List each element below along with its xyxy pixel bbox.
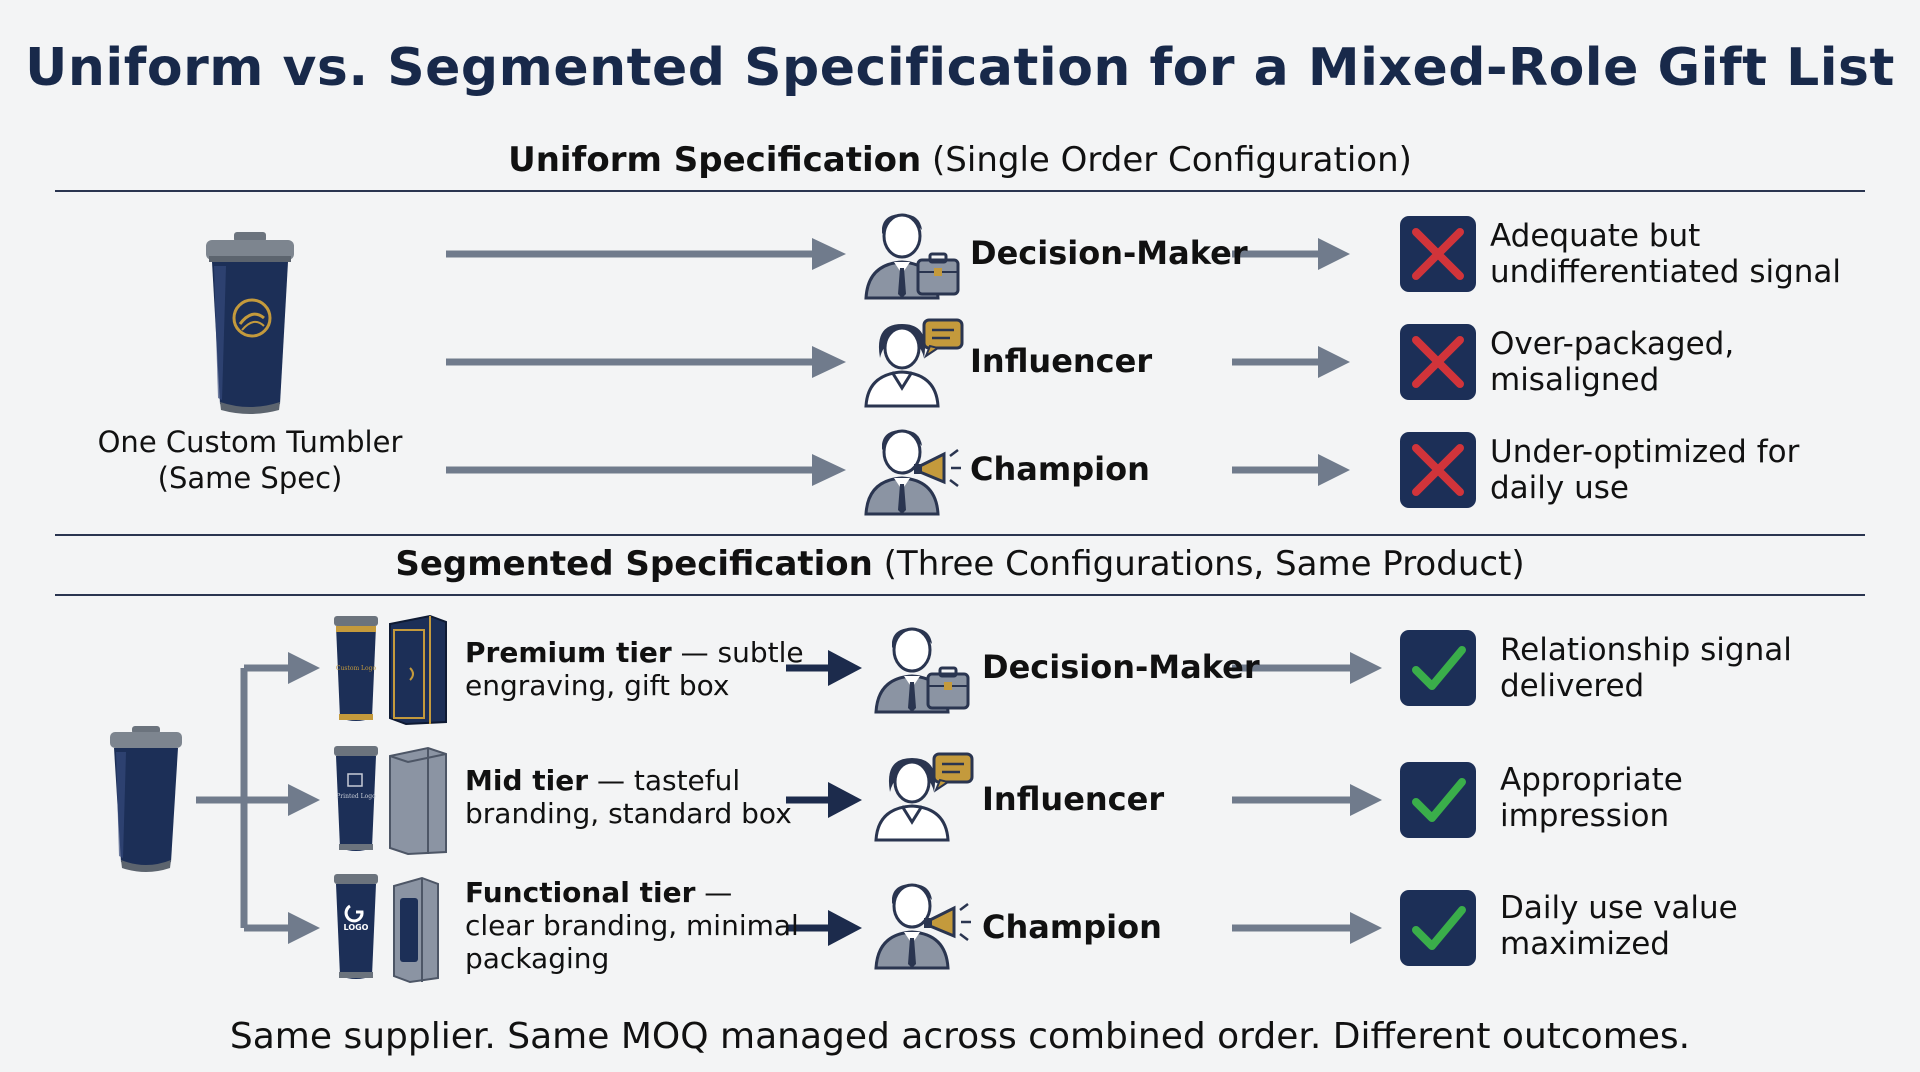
branch-arrowhead-3: [288, 912, 320, 944]
segmented-outcome-2: Appropriate impression: [1500, 762, 1683, 834]
product-caption: One Custom Tumbler (Same Spec): [80, 424, 420, 496]
uniform-section-heading: Uniform Specification (Single Order Conf…: [0, 140, 1920, 180]
tier-description-premium: Premium tier — subtle engraving, gift bo…: [465, 636, 805, 702]
influencer-icon: [864, 318, 964, 408]
tier-arrow-3: [786, 910, 862, 946]
tier-arrow-2: [786, 782, 862, 818]
tier-name-premium: Premium tier: [465, 636, 672, 669]
tier-name-functional: Functional tier: [465, 876, 696, 909]
uniform-arrow-2: [446, 346, 846, 378]
tumbler-icon: [206, 232, 294, 414]
branch-arrowhead-2: [288, 784, 320, 816]
divider: [55, 534, 1865, 536]
role-label-champion: Champion: [982, 908, 1162, 946]
segmented-outcome-arrow-2: [1232, 784, 1382, 816]
tier-description-functional: Functional tier — clear branding, minima…: [465, 876, 805, 975]
uniform-heading-rest: (Single Order Configuration): [921, 140, 1412, 180]
tier-detail-mid: — tasteful branding, standard box: [465, 764, 792, 830]
role-label-influencer: Influencer: [982, 780, 1165, 818]
footer-note: Same supplier. Same MOQ managed across c…: [229, 1016, 1691, 1057]
tier-detail-functional: — clear branding, minimal packaging: [465, 876, 799, 975]
segmented-outcome-1: Relationship signal delivered: [1500, 632, 1792, 704]
premium-engraving-text: Custom Logo: [336, 665, 377, 672]
segmented-outcome-arrow-1: [1232, 652, 1382, 684]
decision-maker-icon: [874, 627, 970, 714]
uniform-outcome-1: Adequate but undifferentiated signal: [1490, 218, 1842, 290]
uniform-heading-bold: Uniform Specification: [508, 140, 922, 180]
uniform-outcome-3: Under-optimized for daily use: [1490, 434, 1800, 506]
page-title: Uniform vs. Segmented Specification for …: [25, 38, 1895, 98]
champion-icon: [874, 883, 971, 970]
functional-tumbler-and-sleeve-icon: LOGO: [334, 874, 439, 984]
tier-arrow-1: [786, 650, 862, 686]
branch-arrowhead-1: [288, 652, 320, 684]
tier-detail-premium: — subtle engraving, gift box: [465, 636, 804, 702]
green-check-icon: [1400, 630, 1476, 706]
green-check-icon: [1400, 762, 1476, 838]
mid-tumbler-and-standard-box-icon: Printed Logo: [334, 746, 447, 856]
premium-tumbler-and-gift-box-icon: Custom Logo: [334, 614, 447, 726]
red-x-icon: [1400, 216, 1476, 292]
segmented-outcome-3: Daily use value maximized: [1500, 890, 1738, 962]
segmented-section-heading: Segmented Specification (Three Configura…: [0, 544, 1920, 584]
segmented-heading-rest: (Three Configurations, Same Product): [872, 544, 1525, 584]
role-label-champion: Champion: [970, 450, 1150, 488]
influencer-icon: [874, 752, 974, 842]
uniform-arrow-1: [446, 238, 846, 270]
uniform-outcome-arrow-1: [1232, 238, 1350, 270]
red-x-icon: [1400, 432, 1476, 508]
red-x-icon: [1400, 324, 1476, 400]
champion-icon: [864, 429, 961, 516]
segmented-outcome-arrow-3: [1232, 912, 1382, 944]
uniform-outcome-arrow-3: [1232, 454, 1350, 486]
mid-print-text: Printed Logo: [336, 793, 376, 800]
role-label-decision-maker: Decision-Maker: [970, 234, 1248, 272]
role-label-influencer: Influencer: [970, 342, 1153, 380]
decision-maker-icon: [864, 213, 960, 300]
uniform-outcome-arrow-2: [1232, 346, 1350, 378]
tier-name-mid: Mid tier: [465, 764, 589, 797]
uniform-arrow-3: [446, 454, 846, 486]
product-caption-line2: (Same Spec): [157, 461, 343, 495]
green-check-icon: [1400, 890, 1476, 966]
uniform-outcome-2: Over-packaged, misaligned: [1490, 326, 1735, 398]
branch-connector: [196, 664, 290, 932]
divider: [55, 190, 1865, 192]
tier-description-mid: Mid tier — tasteful branding, standard b…: [465, 764, 805, 830]
tumbler-icon: [110, 726, 182, 872]
functional-logo-text: LOGO: [344, 923, 369, 932]
role-label-decision-maker: Decision-Maker: [982, 648, 1260, 686]
product-caption-line1: One Custom Tumbler: [97, 425, 403, 459]
segmented-heading-bold: Segmented Specification: [395, 544, 873, 584]
divider: [55, 594, 1865, 596]
